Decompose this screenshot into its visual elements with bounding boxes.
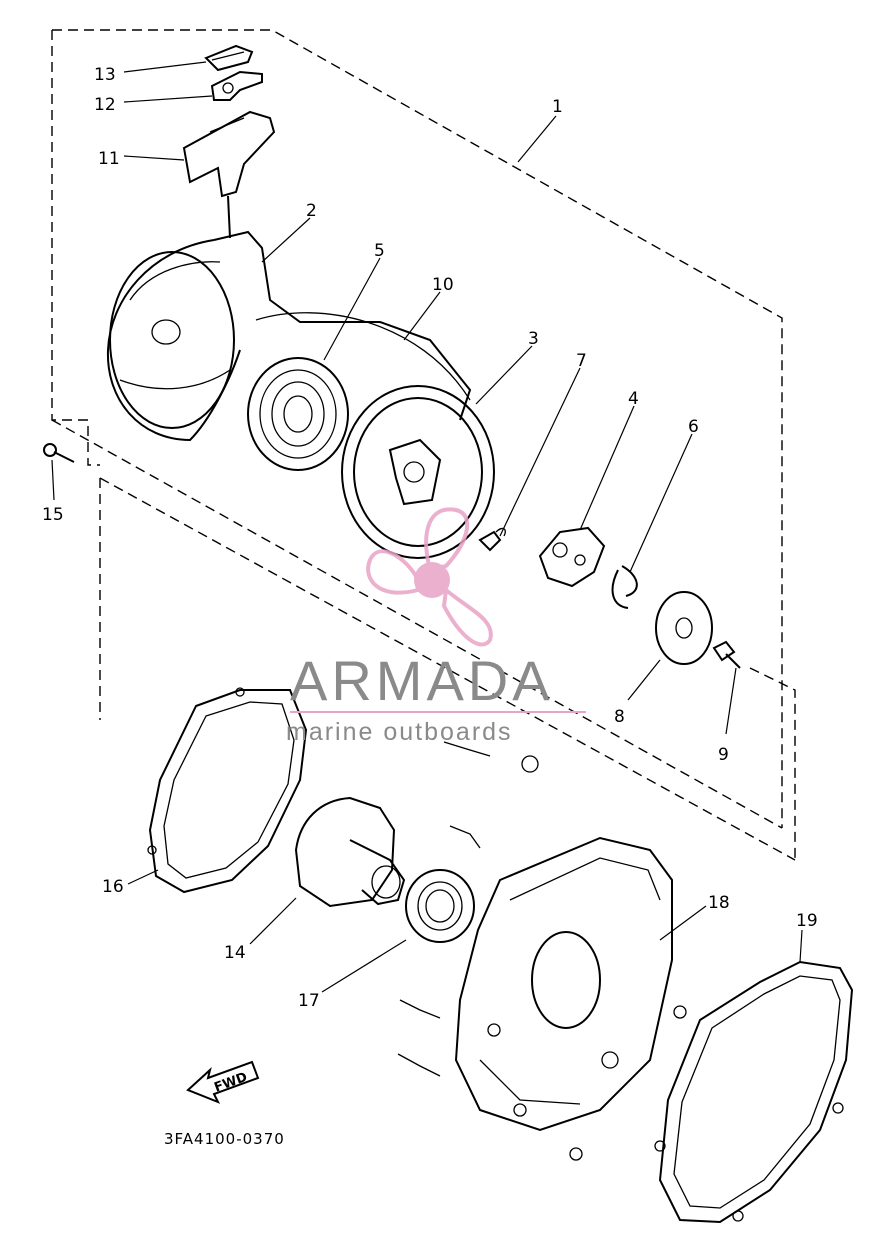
callout-17: 17 xyxy=(298,991,320,1011)
part-starter-case xyxy=(106,230,472,442)
callout-9: 9 xyxy=(718,745,729,765)
callout-4: 4 xyxy=(628,389,639,409)
part-oil-seal xyxy=(405,869,475,943)
callout-16: 16 xyxy=(102,877,124,897)
fwd-arrow: FWD xyxy=(186,1060,260,1104)
part-washer-plate xyxy=(655,591,713,665)
leader-lines xyxy=(51,61,803,993)
part-screw xyxy=(43,443,75,463)
callout-12: 12 xyxy=(94,95,116,115)
part-starter-handle xyxy=(182,110,276,239)
callout-3: 3 xyxy=(528,329,539,349)
part-code: 3FA4100-0370 xyxy=(164,1130,285,1148)
part-crankcase-cover xyxy=(454,836,673,1132)
part-gasket-right xyxy=(654,960,854,1224)
part-misc-bolts xyxy=(397,741,687,1161)
part-grip-cap xyxy=(204,44,254,72)
brand-tagline: marine outboards xyxy=(286,718,513,746)
propeller-logo xyxy=(366,507,493,647)
callout-1: 1 xyxy=(552,97,563,117)
callout-10: 10 xyxy=(432,275,454,295)
part-clip xyxy=(611,565,638,609)
assembly-frame xyxy=(51,29,796,861)
part-rope-anchor xyxy=(210,70,263,101)
callout-13: 13 xyxy=(94,65,116,85)
callout-15: 15 xyxy=(42,505,64,525)
callout-14: 14 xyxy=(224,943,246,963)
callout-7: 7 xyxy=(576,351,587,371)
callout-18: 18 xyxy=(708,893,730,913)
part-bolt xyxy=(712,640,741,669)
part-gasket-left xyxy=(147,687,308,894)
part-ratchet-pawl xyxy=(538,526,606,588)
callout-2: 2 xyxy=(306,201,317,221)
brand-name: ARMADA xyxy=(290,649,554,712)
part-bearing-housing xyxy=(294,796,406,908)
callout-8: 8 xyxy=(614,707,625,727)
callout-5: 5 xyxy=(374,241,385,261)
part-rope-drum xyxy=(341,385,495,559)
part-spiral-spring xyxy=(247,357,349,471)
callout-6: 6 xyxy=(688,417,699,437)
callout-labels: 13 12 11 2 5 10 3 7 4 6 1 8 9 15 16 14 1… xyxy=(42,65,818,1011)
part-starter-rope xyxy=(255,312,471,401)
callout-19: 19 xyxy=(796,911,818,931)
callout-11: 11 xyxy=(98,149,120,169)
